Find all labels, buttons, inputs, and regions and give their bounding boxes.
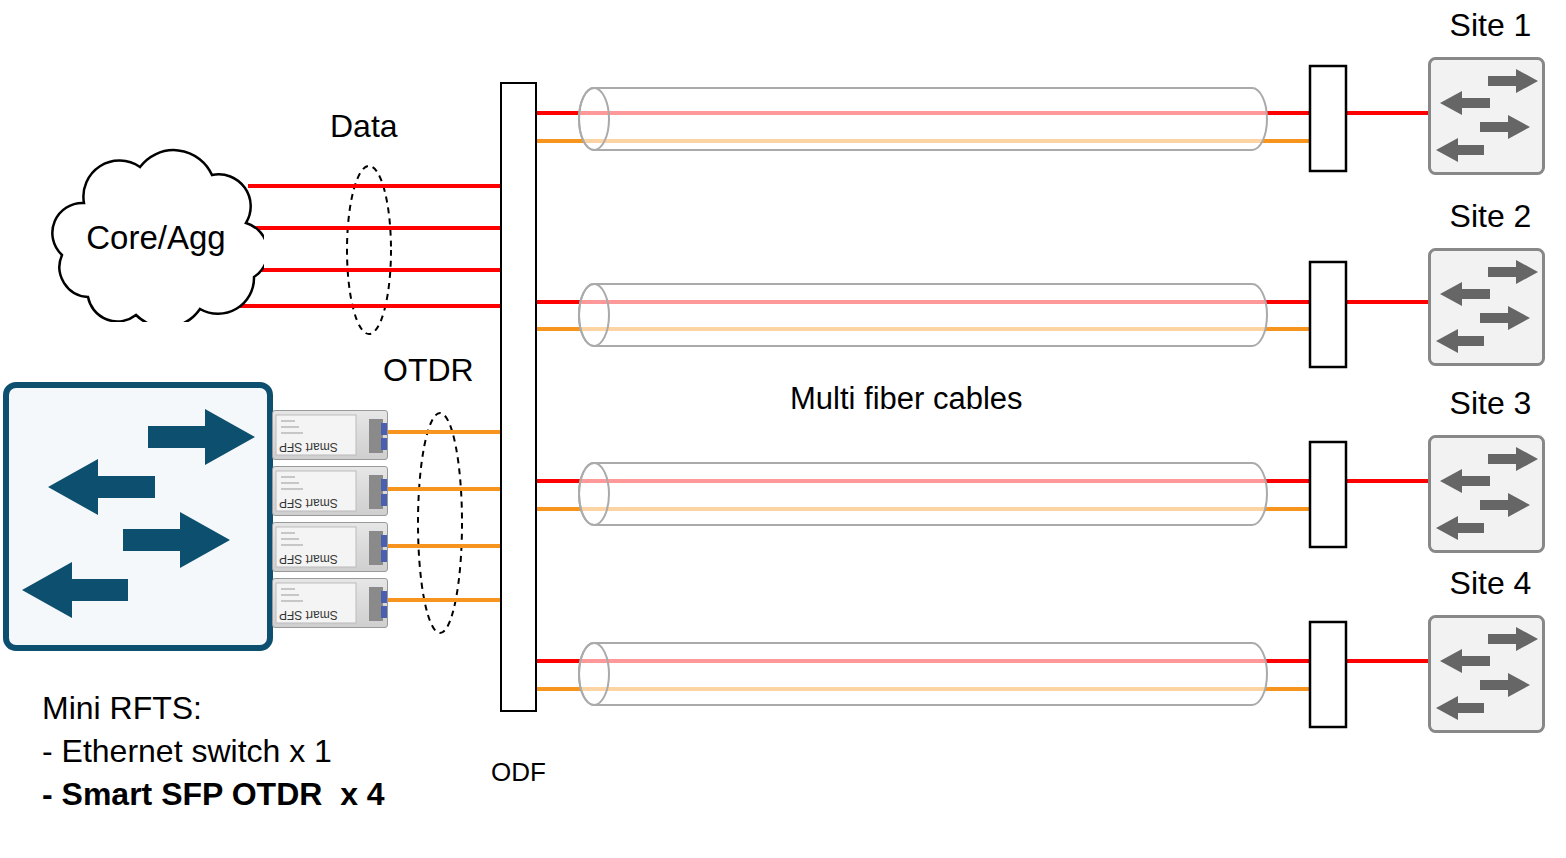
fiber-cable <box>579 643 1267 705</box>
site-label: Site 3 <box>1450 385 1532 422</box>
smart-sfp: Smart SFP <box>272 522 388 572</box>
smart-sfp: Smart SFP <box>272 578 388 628</box>
sfp-label: Smart SFP <box>279 551 338 565</box>
sfp-label: Smart SFP <box>279 439 338 453</box>
cable-label: Multi fiber cables <box>790 381 1023 417</box>
fiber-cable <box>579 88 1267 150</box>
site-switch: Site 3 <box>1428 435 1545 553</box>
ethernet-switch <box>6 385 270 648</box>
odf-frame: ODF <box>500 82 537 712</box>
fiber-cable <box>579 284 1267 346</box>
cable-end <box>579 88 609 150</box>
fiber-link <box>245 226 500 230</box>
site-switch: Site 4 <box>1428 615 1545 733</box>
fiber-link <box>215 304 500 308</box>
fiber-cable <box>579 463 1267 525</box>
fiber-link <box>388 487 500 491</box>
switch-icon <box>1428 615 1545 733</box>
fiber-link <box>250 268 500 272</box>
fiber-link <box>248 184 500 188</box>
switch-arrows <box>22 409 255 618</box>
switch-icon <box>1428 57 1545 175</box>
sfp-body <box>273 411 389 461</box>
patch-panel <box>1310 622 1346 727</box>
network-cloud: Core/Agg <box>48 145 264 322</box>
smart-sfp: Smart SFP <box>272 410 388 460</box>
sfp-label: Smart SFP <box>279 495 338 509</box>
fiber-link <box>388 544 500 548</box>
cable-end <box>579 643 609 705</box>
cable-end <box>579 284 609 346</box>
site-label: Site 2 <box>1450 198 1532 235</box>
data-bracket <box>347 166 391 334</box>
cloud-label: Core/Agg <box>86 219 225 257</box>
group-label: Data <box>330 108 398 145</box>
site-switch: Site 1 <box>1428 57 1545 175</box>
sfp-body <box>273 523 389 573</box>
switch-arrow <box>48 459 155 515</box>
switch-icon <box>1428 248 1545 366</box>
group-label: OTDR <box>383 352 474 389</box>
note-line: - Ethernet switch x 1 <box>42 733 332 770</box>
site-switch: Site 2 <box>1428 248 1545 366</box>
fiber-link <box>388 430 500 434</box>
orange-fibers <box>537 141 1310 689</box>
site-label: Site 4 <box>1450 565 1532 602</box>
switch-arrow <box>22 562 128 618</box>
note-title: Mini RFTS: <box>42 690 202 727</box>
sfp-body <box>273 467 389 517</box>
site-label: Site 1 <box>1450 7 1532 44</box>
note-line: - Smart SFP OTDR x 4 <box>42 776 385 813</box>
odf-label: ODF <box>491 758 546 788</box>
switch-arrow <box>148 409 255 465</box>
patch-panel <box>1310 262 1346 367</box>
fiber-link <box>388 598 500 602</box>
sfp-body <box>273 579 389 629</box>
switch-arrow <box>123 512 230 568</box>
switch-icon <box>1428 435 1545 553</box>
patch-panel <box>1310 66 1346 171</box>
sfp-label: Smart SFP <box>279 607 338 621</box>
smart-sfp: Smart SFP <box>272 466 388 516</box>
patch-panel <box>1310 442 1346 547</box>
cable-end <box>579 463 609 525</box>
